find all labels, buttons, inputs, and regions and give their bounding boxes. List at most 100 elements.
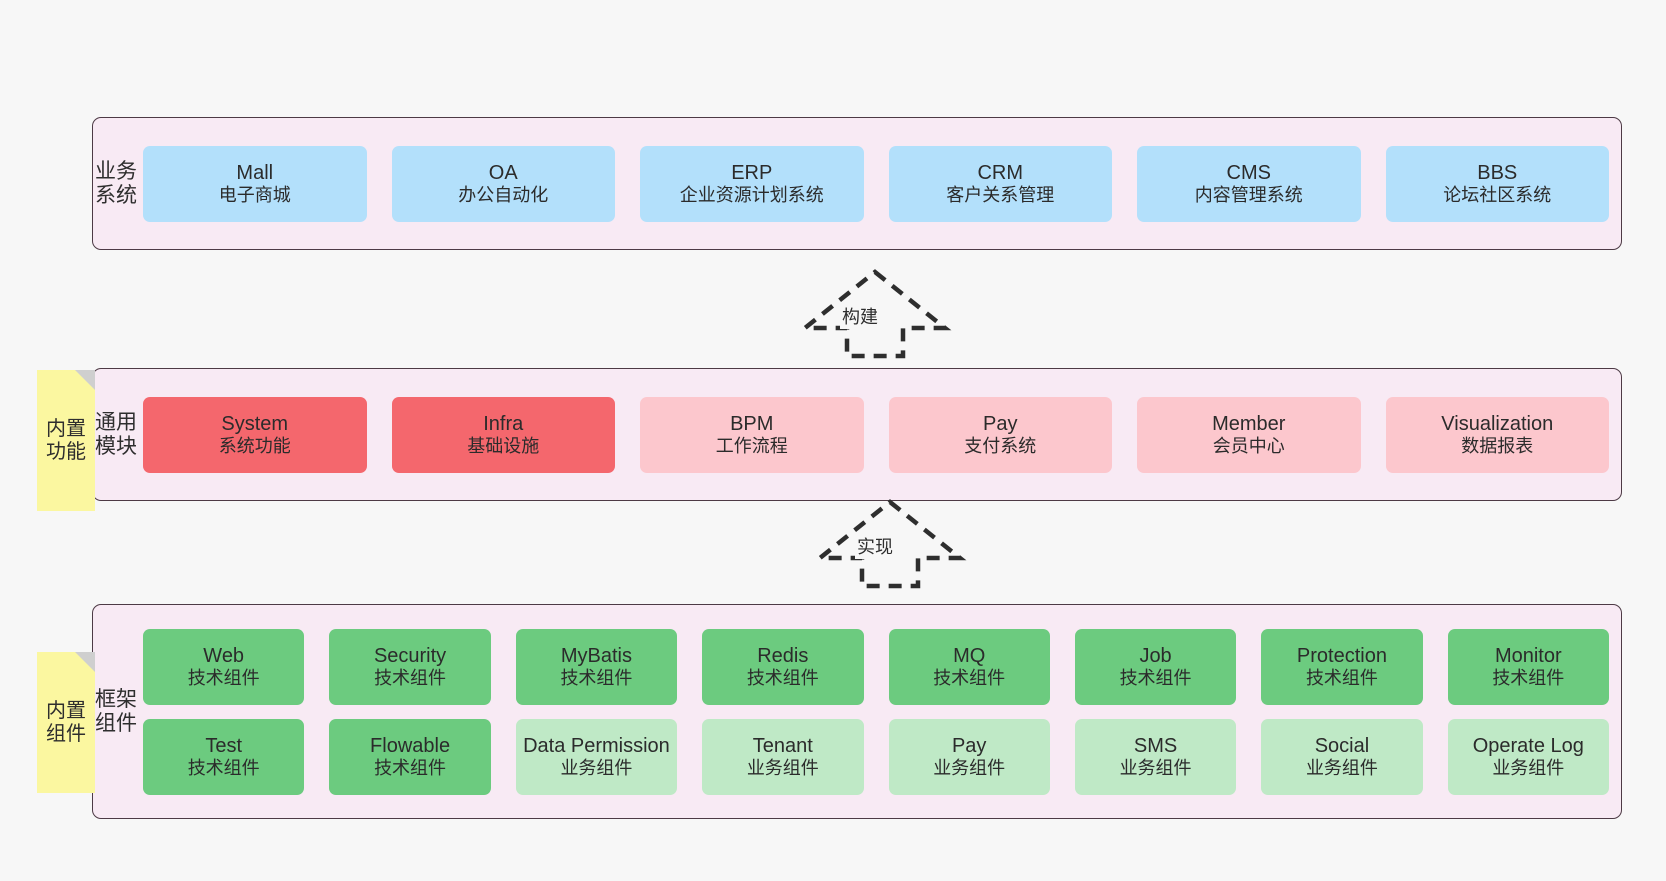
layer-common-modules: 通用模块 System 系统功能 Infra 基础设施 BPM 工作流程 Pay… (92, 368, 1622, 501)
card-subtitle: 系统功能 (218, 435, 291, 456)
card-mall[interactable]: Mall 电子商城 (143, 145, 367, 222)
card-title: Web (203, 644, 245, 667)
card-title: BBS (1477, 161, 1518, 184)
card-data-permission[interactable]: Data Permission 业务组件 (515, 718, 678, 795)
note-fold-corner (75, 370, 95, 390)
card-pay[interactable]: Pay 支付系统 (888, 396, 1112, 473)
card-title: Redis (757, 644, 809, 667)
card-member[interactable]: Member 会员中心 (1137, 396, 1361, 473)
card-subtitle: 技术组件 (374, 757, 447, 778)
card-title: SMS (1133, 734, 1178, 757)
note-text: 内置功能 (46, 418, 86, 463)
card-protection[interactable]: Protection 技术组件 (1261, 628, 1423, 705)
card-flowable[interactable]: Flowable 技术组件 (329, 718, 491, 795)
card-subtitle: 业务组件 (746, 757, 819, 778)
card-sms[interactable]: SMS 业务组件 (1074, 718, 1237, 795)
connector-build: 构建 (798, 268, 952, 359)
card-title: Job (1139, 644, 1172, 667)
card-title: MyBatis (560, 644, 632, 667)
card-bbs[interactable]: BBS 论坛社区系统 (1385, 145, 1609, 222)
card-title: Social (1314, 734, 1370, 757)
card-subtitle: 技术组件 (1305, 667, 1378, 688)
card-subtitle: 技术组件 (1492, 667, 1565, 688)
note-builtin-features: 内置功能 (37, 370, 95, 511)
card-subtitle: 支付系统 (964, 435, 1037, 456)
layer-title-common-modules: 通用模块 (95, 410, 137, 458)
card-title: Monitor (1494, 644, 1562, 667)
card-row: System 系统功能 Infra 基础设施 BPM 工作流程 Pay 支付系统… (143, 396, 1609, 473)
layer-body-business-systems: Mall 电子商城 OA 办公自动化 ERP 企业资源计划系统 CRM 客户关系… (139, 118, 1621, 249)
card-title: MQ (953, 644, 986, 667)
card-title: Flowable (370, 734, 451, 757)
card-web[interactable]: Web 技术组件 (143, 628, 305, 705)
card-title: Data Permission (523, 734, 670, 757)
card-bpm[interactable]: BPM 工作流程 (640, 396, 864, 473)
card-operate-log[interactable]: Operate Log 业务组件 (1447, 718, 1609, 795)
card-title: Pay (951, 734, 987, 757)
card-subtitle: 业务组件 (1305, 757, 1378, 778)
card-test[interactable]: Test 技术组件 (143, 718, 305, 795)
layer-body-common-modules: System 系统功能 Infra 基础设施 BPM 工作流程 Pay 支付系统… (139, 369, 1621, 500)
card-subtitle: 技术组件 (187, 757, 260, 778)
card-subtitle: 论坛社区系统 (1443, 184, 1552, 205)
card-subtitle: 技术组件 (933, 667, 1006, 688)
layer-title-framework-components: 框架组件 (95, 687, 137, 735)
connector-implement-label: 实现 (855, 533, 895, 559)
card-title: Pay (983, 412, 1018, 435)
card-subtitle: 技术组件 (374, 667, 447, 688)
card-title: Security (373, 644, 447, 667)
card-cms[interactable]: CMS 内容管理系统 (1137, 145, 1361, 222)
card-subtitle: 业务组件 (560, 757, 633, 778)
card-title: Visualization (1441, 412, 1554, 435)
note-text: 内置组件 (46, 700, 86, 745)
connector-implement: 实现 (813, 498, 967, 589)
note-fold-corner (75, 652, 95, 672)
card-infra[interactable]: Infra 基础设施 (391, 396, 615, 473)
card-title: Protection (1296, 644, 1387, 667)
card-subtitle: 技术组件 (1119, 667, 1192, 688)
card-subtitle: 基础设施 (467, 435, 540, 456)
card-subtitle: 办公自动化 (458, 184, 549, 205)
card-erp[interactable]: ERP 企业资源计划系统 (640, 145, 864, 222)
card-title: Member (1212, 412, 1286, 435)
card-redis[interactable]: Redis 技术组件 (702, 628, 864, 705)
card-subtitle: 业务组件 (1119, 757, 1192, 778)
card-title: BPM (730, 412, 774, 435)
build-arrow-icon (798, 269, 952, 359)
note-builtin-components: 内置组件 (37, 652, 95, 793)
card-subtitle: 会员中心 (1212, 435, 1285, 456)
card-subtitle: 业务组件 (1492, 757, 1565, 778)
layer-title-business-systems: 业务系统 (95, 159, 137, 207)
card-visualization[interactable]: Visualization 数据报表 (1385, 396, 1609, 473)
card-title: Tenant (752, 734, 813, 757)
card-title: Test (205, 734, 243, 757)
card-pay-component[interactable]: Pay 业务组件 (888, 718, 1050, 795)
card-subtitle: 技术组件 (746, 667, 819, 688)
card-mq[interactable]: MQ 技术组件 (888, 628, 1050, 705)
card-title: Operate Log (1472, 734, 1584, 757)
card-subtitle: 技术组件 (560, 667, 633, 688)
layer-business-systems: 业务系统 Mall 电子商城 OA 办公自动化 ERP 企业资源计划系统 CRM… (92, 117, 1622, 250)
card-subtitle: 客户关系管理 (946, 184, 1055, 205)
card-subtitle: 工作流程 (715, 435, 788, 456)
card-oa[interactable]: OA 办公自动化 (391, 145, 615, 222)
card-security[interactable]: Security 技术组件 (329, 628, 491, 705)
connector-build-label: 构建 (840, 303, 880, 329)
card-title: CMS (1226, 161, 1271, 184)
card-monitor[interactable]: Monitor 技术组件 (1447, 628, 1609, 705)
card-subtitle: 内容管理系统 (1194, 184, 1303, 205)
card-social[interactable]: Social 业务组件 (1261, 718, 1423, 795)
implement-arrow-icon (813, 499, 967, 589)
card-title: CRM (977, 161, 1024, 184)
card-subtitle: 企业资源计划系统 (679, 184, 824, 205)
card-row: Test 技术组件 Flowable 技术组件 Data Permission … (143, 718, 1609, 795)
card-tenant[interactable]: Tenant 业务组件 (702, 718, 864, 795)
card-job[interactable]: Job 技术组件 (1074, 628, 1237, 705)
card-system[interactable]: System 系统功能 (143, 396, 367, 473)
layer-framework-components: 框架组件 Web 技术组件 Security 技术组件 MyBatis 技术组件… (92, 604, 1622, 819)
card-subtitle: 数据报表 (1461, 435, 1534, 456)
card-mybatis[interactable]: MyBatis 技术组件 (515, 628, 678, 705)
card-row: Web 技术组件 Security 技术组件 MyBatis 技术组件 Redi… (143, 628, 1609, 705)
card-crm[interactable]: CRM 客户关系管理 (888, 145, 1112, 222)
